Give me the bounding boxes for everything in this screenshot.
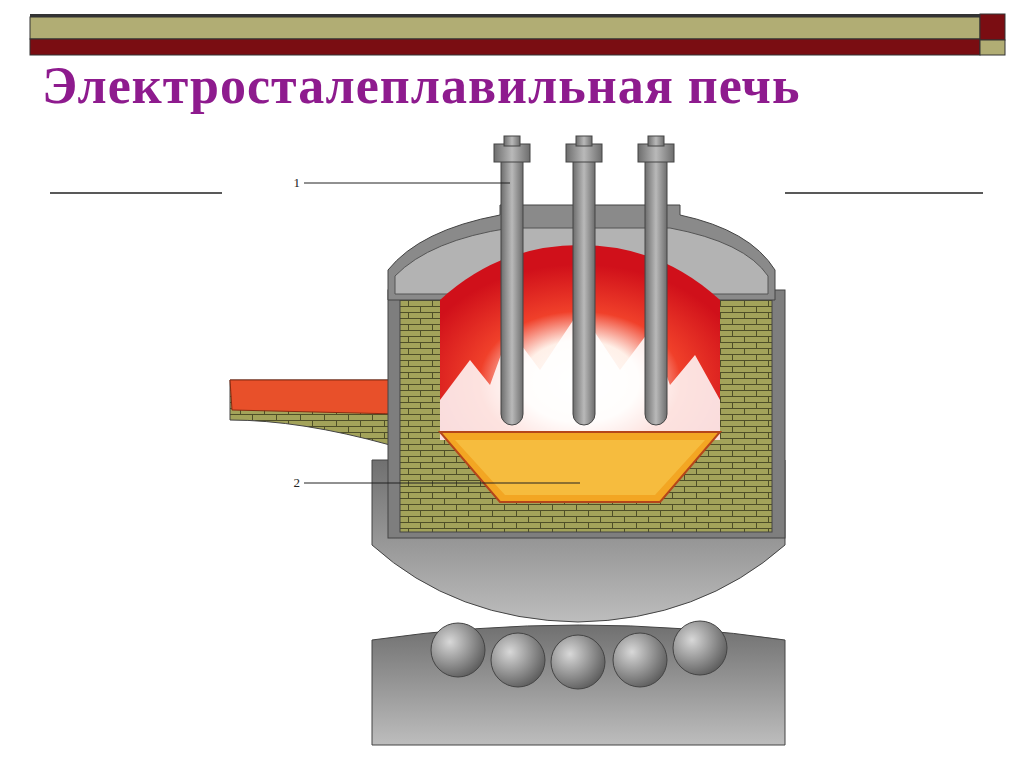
header-bar bbox=[30, 14, 1005, 55]
metal-bath bbox=[440, 432, 720, 502]
leader-line bbox=[304, 483, 580, 484]
electrodes bbox=[494, 136, 674, 425]
metal-bath-glow bbox=[455, 440, 705, 495]
leader-line bbox=[304, 183, 510, 184]
slide-title: Электросталеплавильная печь bbox=[42, 56, 800, 115]
callout-number: 1 bbox=[294, 175, 301, 191]
blank-line bbox=[50, 192, 222, 194]
rollers bbox=[431, 621, 727, 689]
blank-line bbox=[785, 192, 983, 194]
callout-number: 2 bbox=[294, 475, 301, 491]
